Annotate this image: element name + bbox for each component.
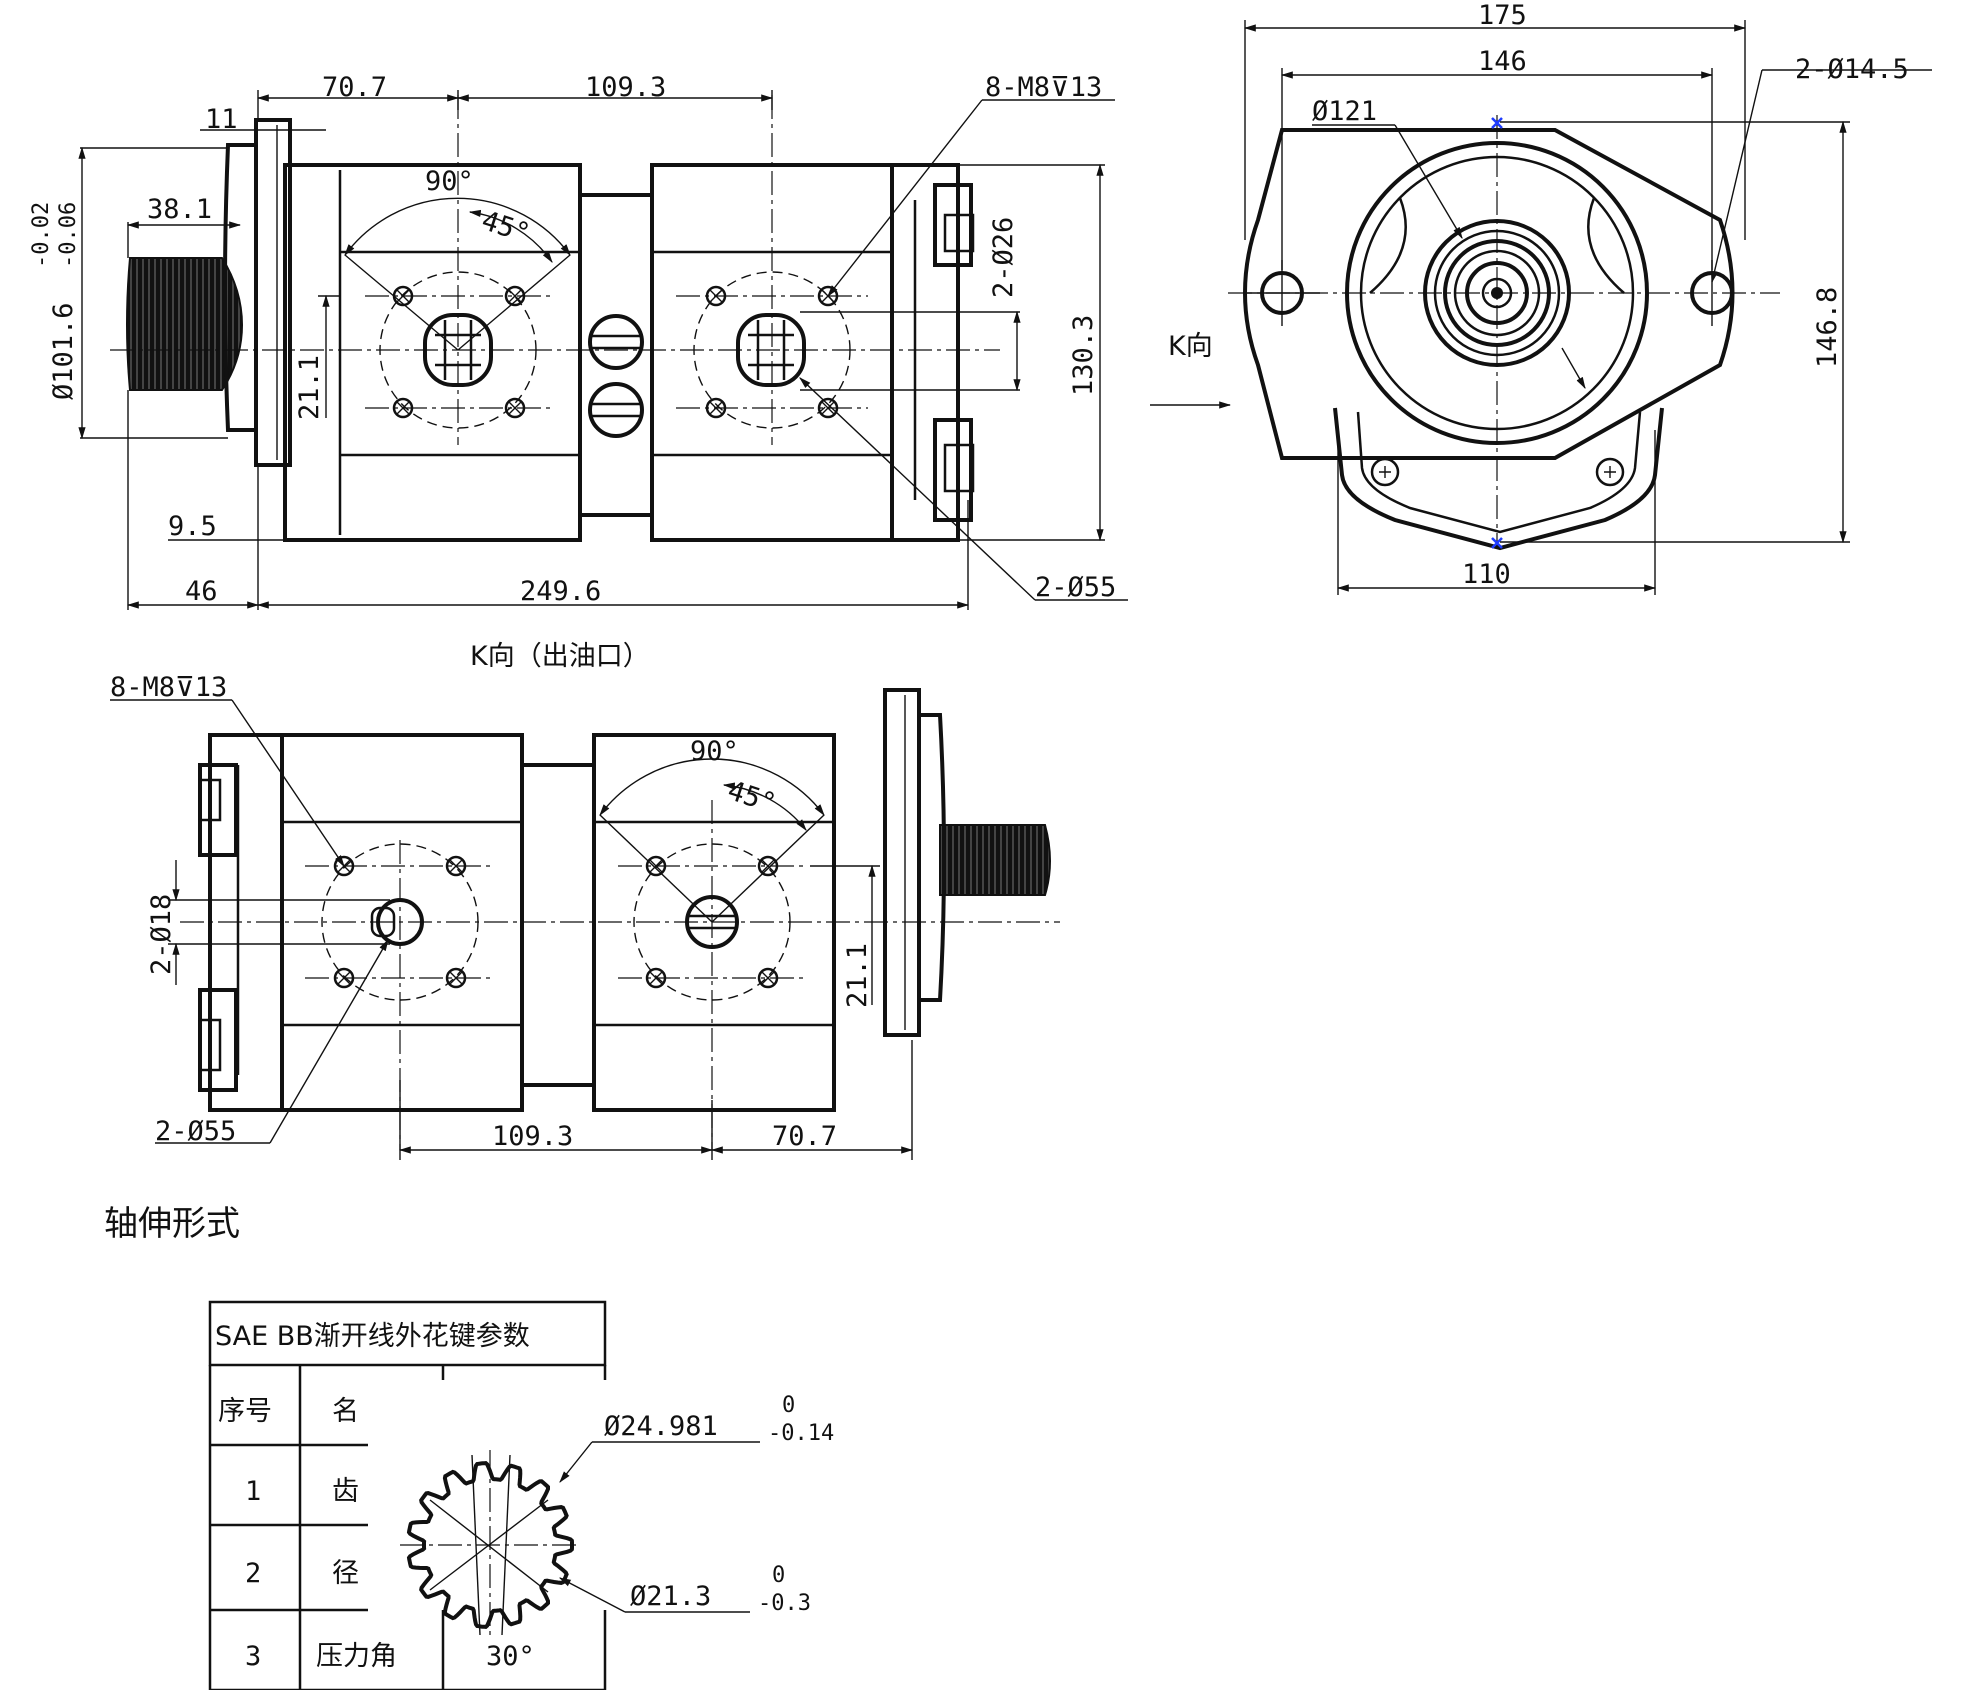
dim-175: 175 [1478,0,1527,31]
dia-outer-tol-lower: -0.14 [768,1421,834,1446]
callout-bolts: 8-M8⊽13 [985,72,1102,103]
table-row-2-no: 2 [245,1558,261,1589]
k-direction: K向 [1168,331,1213,362]
front-view: 70.7 109.3 11 38.1 Ø101.6 -0.02 -0.06 90… [29,72,1128,610]
dia-outer-tol-upper: 0 [782,1393,795,1418]
dim-130-3: 130.3 [1068,315,1099,396]
dia-root: Ø21.3 [630,1581,711,1612]
dim-11: 11 [205,104,238,135]
dim-249-6: 249.6 [520,576,601,607]
tol-lower: -0.06 [56,202,81,268]
end-view: 175 146 Ø121 2-Ø14.5 K向 146.8 110 [1150,0,1932,595]
table-row-3-value: 30° [486,1641,535,1672]
dim-146-8: 146.8 [1812,287,1843,368]
k-dim-109-3: 109.3 [492,1121,573,1152]
angle-45: 45° [478,205,534,250]
dim-109-3: 109.3 [585,72,666,103]
dim-38-1: 38.1 [147,194,212,225]
dim-dia-121: Ø121 [1312,96,1377,127]
k-angle-45: 45° [724,775,780,820]
dim-9-5: 9.5 [168,511,217,542]
k-callout-ports: 2-Ø55 [155,1116,236,1147]
k-dim-70-7: 70.7 [772,1121,837,1152]
table-header-name: 名 [332,1396,359,1427]
dim-46: 46 [185,576,218,607]
dia-outer: Ø24.981 [604,1411,718,1442]
spline-table: SAE BB渐开线外花键参数 序号 名 1 齿 2 径 3 压力角 30° [208,1300,607,1690]
table-row-3-name: 压力角 [316,1641,397,1672]
callout-holes: 2-Ø14.5 [1795,54,1909,85]
table-title: SAE BB渐开线外花键参数 [215,1321,530,1352]
dim-70-7: 70.7 [322,72,387,103]
k-view-title: K向（出油口） [470,641,650,672]
k-dim-21-1: 21.1 [842,943,873,1008]
dim-2-dia-26: 2-Ø26 [988,217,1019,298]
shaft-section: 轴伸形式 SAE BB渐开线外花键参数 序号 名 1 齿 2 径 3 压力角 3… [104,1204,834,1690]
shaft-title: 轴伸形式 [104,1204,240,1244]
table-header-no: 序号 [218,1396,272,1427]
k-dim-2-dia-18: 2-Ø18 [146,894,177,975]
table-row-3-no: 3 [245,1641,261,1672]
k-callout-bolts: 8-M8⊽13 [110,672,227,703]
dim-21-1: 21.1 [294,355,325,420]
dim-dia-101-6: Ø101.6 [48,302,79,400]
k-angle-90: 90° [690,736,739,767]
dim-110: 110 [1462,559,1511,590]
table-row-2-name: 径 [332,1558,359,1589]
tol-upper: -0.02 [29,202,54,268]
dia-root-tol-lower: -0.3 [758,1591,811,1616]
dia-root-tol-upper: 0 [772,1563,785,1588]
table-row-1-no: 1 [245,1476,261,1507]
dim-146: 146 [1478,46,1527,77]
table-row-1-name: 齿 [332,1476,359,1507]
k-view: K向（出油口） [110,641,1060,1160]
angle-90: 90° [425,166,474,197]
callout-ports: 2-Ø55 [1035,572,1116,603]
